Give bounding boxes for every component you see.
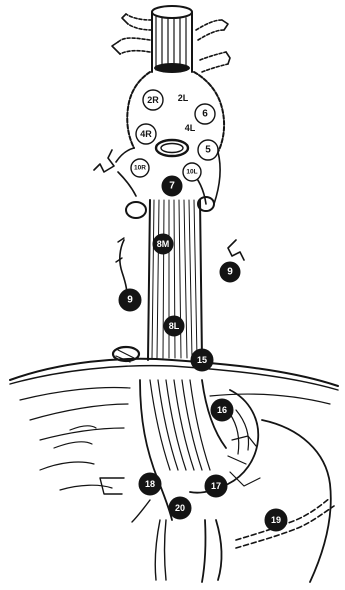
station-label-text: 19 bbox=[271, 515, 281, 525]
station-label-10l: 10L bbox=[183, 163, 201, 181]
station-label-text: 6 bbox=[202, 109, 208, 120]
station-label-text: 4R bbox=[140, 129, 152, 139]
station-label-text: 20 bbox=[175, 503, 185, 513]
station-label-text: 10R bbox=[134, 165, 146, 172]
station-label-2l: 2L bbox=[178, 93, 189, 103]
station-label-4l: 4L bbox=[185, 123, 196, 133]
station-label-15: 15 bbox=[191, 349, 213, 371]
station-label-text: 16 bbox=[217, 405, 227, 415]
station-label-19: 19 bbox=[265, 509, 287, 531]
station-label-text: 10L bbox=[186, 169, 197, 176]
station-label-8m: 8M bbox=[153, 234, 173, 254]
station-label-text: 5 bbox=[205, 145, 211, 156]
pulmonary-ligament-left bbox=[228, 240, 244, 260]
station-label-text: 2R bbox=[147, 95, 159, 105]
station-label-2r: 2R bbox=[143, 90, 163, 110]
station-label-text: 17 bbox=[211, 481, 221, 491]
stomach bbox=[140, 380, 331, 582]
station-label-6: 6 bbox=[195, 104, 215, 124]
station-label-9r: 9 bbox=[119, 289, 141, 311]
station-label-text: 7 bbox=[169, 181, 175, 192]
station-label-text: 2L bbox=[178, 93, 189, 103]
station-label-4r: 4R bbox=[136, 124, 156, 144]
station-label-7: 7 bbox=[162, 176, 182, 196]
station-label-5: 5 bbox=[198, 140, 218, 160]
station-label-17: 17 bbox=[205, 475, 227, 497]
station-label-text: 18 bbox=[145, 479, 155, 489]
station-label-16: 16 bbox=[211, 399, 233, 421]
station-label-20: 20 bbox=[169, 497, 191, 519]
trachea bbox=[152, 6, 192, 73]
station-labels: 2R 2L 6 4L 4R 5 10R 10L 7 8M 9 9 8L 15 16 18 17 20 19 bbox=[119, 90, 287, 531]
station-label-text: 9 bbox=[227, 267, 233, 278]
station-label-9l: 9 bbox=[220, 262, 240, 282]
station-label-text: 15 bbox=[197, 355, 207, 365]
station-label-10r: 10R bbox=[131, 159, 149, 177]
station-label-8l: 8L bbox=[164, 316, 184, 336]
station-label-text: 8L bbox=[169, 321, 180, 331]
station-label-text: 8M bbox=[157, 239, 170, 249]
station-label-18: 18 bbox=[139, 473, 161, 495]
station-label-text: 9 bbox=[127, 295, 133, 306]
station-label-text: 4L bbox=[185, 123, 196, 133]
